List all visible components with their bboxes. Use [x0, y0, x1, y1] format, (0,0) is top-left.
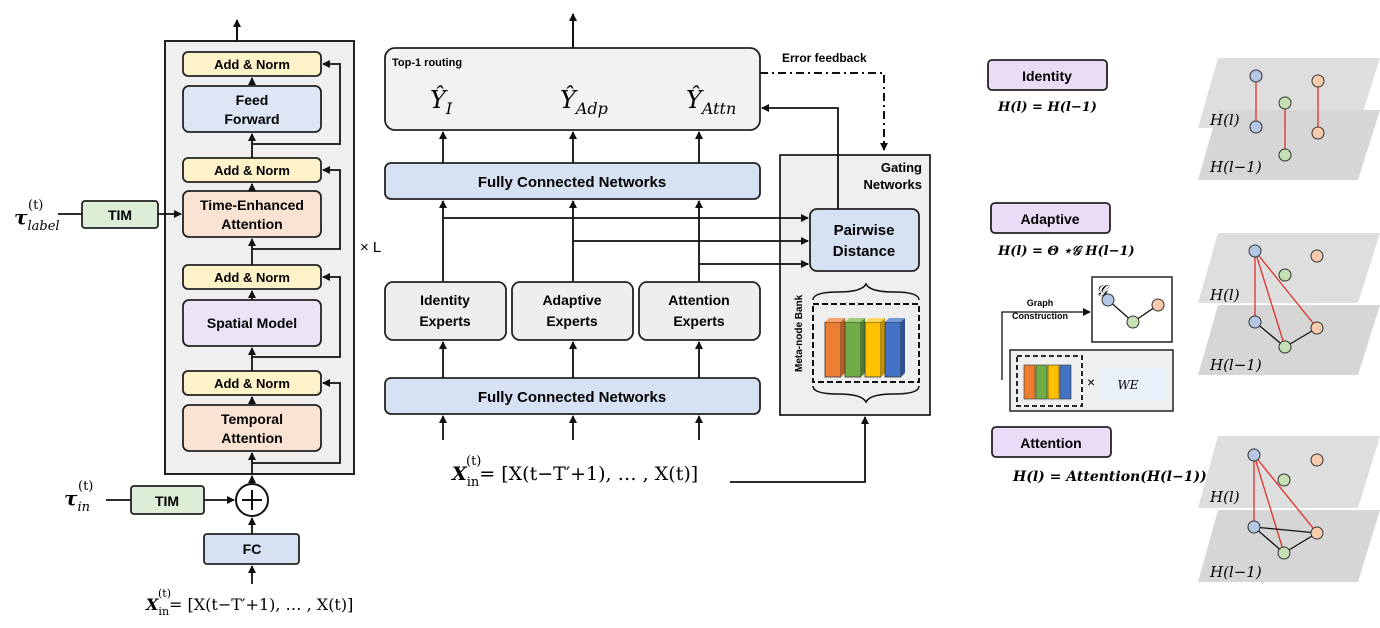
pairwise-label-1: Pairwise [834, 222, 895, 239]
bank-brace-bottom [812, 385, 920, 404]
we-matrix [1102, 368, 1166, 400]
adaptive-planes: H(l) H(l−1) [1198, 233, 1380, 375]
we-label: WE [1117, 378, 1138, 392]
feed-forward-label-2: Forward [224, 111, 279, 127]
identity-planes: H(l) H(l−1) [1198, 58, 1380, 180]
temporal-label-2: Attention [221, 430, 282, 446]
add-norm-label-2: Add & Norm [214, 163, 290, 178]
gating-label-2: Networks [863, 177, 922, 192]
time-enhanced-label-1: Time-Enhanced [200, 197, 304, 213]
attention-experts-box [638, 281, 761, 341]
attention-tag-label: Attention [1020, 435, 1081, 451]
add-norm-label-3: Add & Norm [214, 270, 290, 285]
adaptive-experts-box [511, 281, 634, 341]
left-encoder: Add & Norm Feed Forward Add & Norm Time-… [14, 19, 381, 618]
tim-label-top: TIM [108, 207, 132, 223]
gating-label-1: Gating [881, 160, 922, 175]
add-norm-label-1: Add & Norm [214, 57, 290, 72]
tim-label-bottom: TIM [155, 493, 179, 509]
tau-label-sup: (t) [28, 198, 43, 213]
left-input-formula: Xin= [X(t−T′+1), … , X(t)] [145, 595, 353, 618]
fcn-bottom-label: Fully Connected Networks [478, 389, 666, 406]
times-l-label: × L [360, 239, 381, 256]
middle-input-sup: (t) [466, 454, 481, 469]
y-identity: ŶI [430, 85, 453, 118]
attention-tag [991, 426, 1112, 458]
graph-construction-label-2: Construction [1012, 311, 1068, 321]
fc-label: FC [243, 541, 262, 557]
adaptive-formula: H(l) = Θ ⋆𝒢 H(l−1) [997, 244, 1135, 259]
adaptive-tag [990, 202, 1111, 234]
attention-h-l: H(l) [1209, 488, 1240, 506]
top1-routing-label: Top-1 routing [392, 57, 462, 69]
adaptive-experts-label-1: Adaptive [542, 292, 601, 308]
pairwise-distance-box [809, 208, 920, 272]
bank-dashed-box [812, 303, 920, 383]
fcn-top-label: Fully Connected Networks [478, 174, 666, 191]
pairwise-label-2: Distance [833, 243, 896, 260]
identity-experts-label-1: Identity [420, 292, 470, 308]
adaptive-h-l-1: H(l−1) [1209, 356, 1262, 374]
identity-h-l-1: H(l−1) [1209, 158, 1262, 176]
attention-experts-label-2: Experts [673, 313, 725, 329]
attention-h-l-1: H(l−1) [1209, 563, 1262, 581]
middle-input-formula: Xin= [X(t−T′+1), … , X(t)] [451, 463, 698, 490]
identity-tag [987, 59, 1108, 91]
feed-forward-label-1: Feed [236, 92, 269, 108]
adaptive-tag-label: Adaptive [1020, 211, 1079, 227]
y-adaptive: ŶAdp [560, 85, 608, 118]
adaptive-h-l: H(l) [1209, 286, 1240, 304]
bank-bars [824, 318, 905, 378]
temporal-label-1: Temporal [221, 411, 283, 427]
identity-experts-box [384, 281, 507, 341]
middle-moe: Top-1 routing ŶI ŶAdp ŶAttn Error feedba… [384, 13, 931, 490]
spatial-model-label: Spatial Model [207, 315, 297, 331]
bank-brace-top [812, 282, 920, 301]
identity-tag-label: Identity [1022, 68, 1072, 84]
tau-in-sup: (t) [78, 479, 93, 494]
identity-formula: H(l) = H(l−1) [997, 100, 1097, 115]
tau-in-symbol: τin [64, 486, 90, 515]
add-norm-box-1 [182, 51, 322, 77]
adaptive-experts-label-2: Experts [546, 313, 598, 329]
y-attention: ŶAttn [686, 85, 736, 118]
graph-construction-label-1: Graph [1027, 298, 1054, 308]
time-enhanced-label-2: Attention [221, 216, 282, 232]
left-input-sup: (t) [158, 587, 171, 600]
tau-label-symbol: τlabel [14, 205, 60, 234]
we-times: × [1087, 374, 1095, 390]
error-feedback-label: Error feedback [782, 51, 867, 65]
add-norm-label-4: Add & Norm [214, 376, 290, 391]
we-dashed-box [1016, 355, 1083, 407]
right-variants: Identity H(l) = H(l−1) Adaptive H(l) = Θ… [987, 58, 1380, 582]
attention-planes: H(l) H(l−1) [1198, 436, 1380, 582]
identity-experts-label-2: Experts [419, 313, 471, 329]
attention-formula: H(l) = Attention(H(l−1)) [1012, 469, 1207, 485]
meta-node-bank-label: Meta-node Bank [794, 294, 805, 372]
attention-experts-label-1: Attention [668, 292, 729, 308]
identity-h-l: H(l) [1209, 111, 1240, 129]
